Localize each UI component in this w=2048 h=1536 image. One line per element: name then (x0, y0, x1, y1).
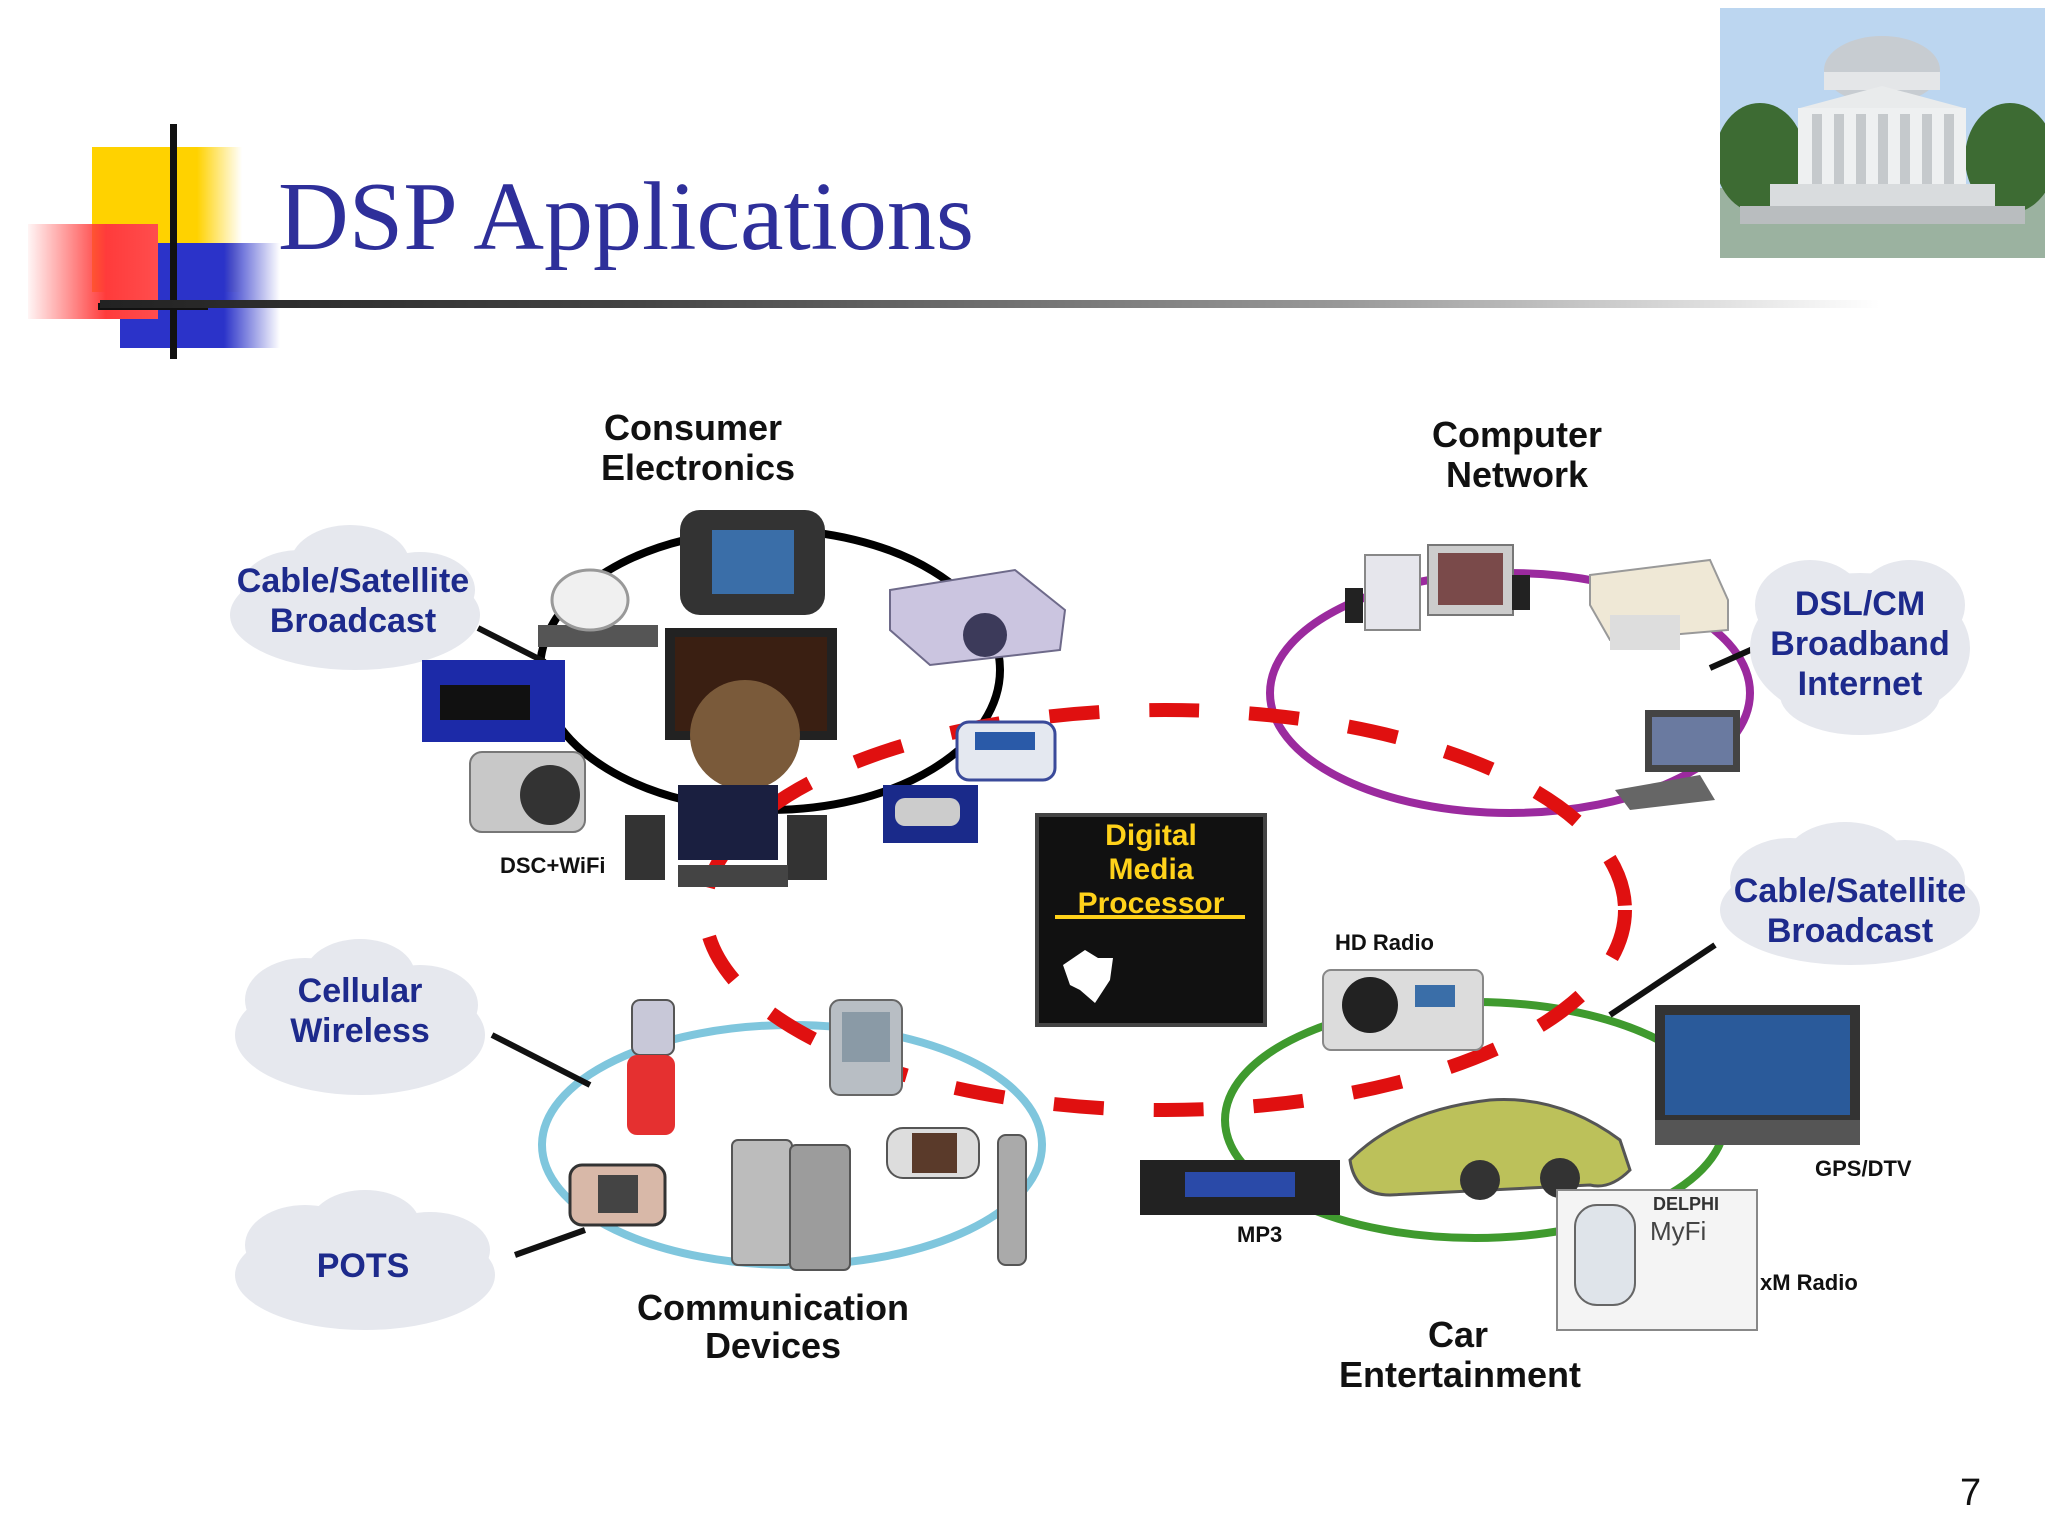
cloud-dsl-line2: Broadband (1770, 625, 1949, 663)
hd-radio-icon (1322, 969, 1484, 1051)
label-consumer-line1: Consumer (604, 407, 782, 448)
cloud-dsl-line3: Internet (1798, 665, 1923, 703)
label-comm-line2: Devices (705, 1325, 841, 1366)
portable-media-player-icon (680, 510, 825, 615)
delphi-brand: DELPHI (1653, 1194, 1719, 1214)
label-car-line1: Car (1428, 1314, 1488, 1355)
connector-dsl (1708, 645, 1757, 671)
label-consumer-line2: Electronics (601, 447, 795, 488)
game-console-icon (422, 660, 565, 742)
home-theater-icon (625, 785, 827, 887)
cloud-cellular-line1: Cellular (298, 972, 423, 1010)
connector-pots (513, 1227, 587, 1258)
cloud-cable-r-line1: Cable/Satellite (1734, 872, 1966, 910)
myfi-brand: MyFi (1650, 1216, 1706, 1246)
desk-phone-icon (568, 1163, 667, 1227)
label-car-line2: Entertainment (1339, 1354, 1581, 1395)
cloud-cable-tl-line1: Cable/Satellite (237, 562, 469, 600)
label-gps-dtv: GPS/DTV (1815, 1156, 1912, 1181)
cloud-cable-r (1720, 822, 1980, 965)
cloud-dsl-line1: DSL/CM (1795, 585, 1925, 623)
smartphone-icon (731, 1139, 851, 1271)
label-computer-line1: Computer (1432, 414, 1602, 455)
printer-icon (1589, 558, 1729, 650)
label-dsc-wifi: DSC+WiFi (500, 853, 606, 878)
flip-phone-icon (627, 999, 675, 1135)
cloud-pots-label: POTS (317, 1247, 410, 1285)
chip-label-line1: Digital (1105, 819, 1197, 852)
connector-cable-r (1608, 942, 1717, 1018)
dashed-center-loop (698, 703, 1632, 1117)
cloud-cellular-line2: Wireless (290, 1012, 430, 1050)
xm-radio-myfi-icon: DELPHI MyFi (1556, 1189, 1758, 1331)
page-number: 7 (1960, 1472, 1982, 1514)
label-mp3: MP3 (1237, 1222, 1282, 1247)
gps-dtv-icon (1655, 1005, 1860, 1145)
cloud-cable-tl-line2: Broadcast (270, 602, 436, 640)
decor-vertical-line (170, 124, 177, 359)
slide-title: DSP Applications (278, 163, 975, 271)
cloud-pots (235, 1190, 495, 1330)
cloud-cable-tl (230, 525, 480, 670)
title-rule (100, 300, 1880, 308)
digital-media-processor-chip: Digital Media Processor (1035, 813, 1267, 1027)
disc-player-icon (955, 720, 1057, 782)
connector-cable-tl (476, 625, 547, 665)
label-comm-line1: Communication (637, 1287, 909, 1328)
desktop-pc-icon (1345, 544, 1530, 631)
building-photo (1720, 8, 2045, 258)
digital-camera-icon (469, 751, 586, 833)
cloud-cellular (235, 939, 485, 1095)
projector-icon (889, 568, 1067, 667)
chip-label-line3: Processor (1078, 887, 1225, 920)
laptop-icon (1615, 710, 1740, 810)
tv-set-top-icon (538, 568, 658, 647)
sports-car-icon (1348, 1098, 1632, 1200)
video-phone-icon (886, 1127, 1027, 1266)
label-computer-line2: Network (1446, 454, 1589, 495)
cloud-dsl (1750, 560, 1970, 735)
mp3-car-stereo-icon (1140, 1160, 1340, 1215)
label-xm-radio: xM Radio (1760, 1270, 1858, 1295)
cloud-cable-r-line2: Broadcast (1767, 912, 1933, 950)
pda-icon (829, 999, 903, 1096)
connector-cellular (490, 1032, 592, 1088)
ti-logo-icon (1063, 950, 1113, 1003)
chip-label-line2: Media (1108, 853, 1193, 886)
camcorder-icon (883, 785, 978, 843)
flat-tv-icon (665, 628, 837, 790)
label-hd-radio: HD Radio (1335, 930, 1434, 955)
